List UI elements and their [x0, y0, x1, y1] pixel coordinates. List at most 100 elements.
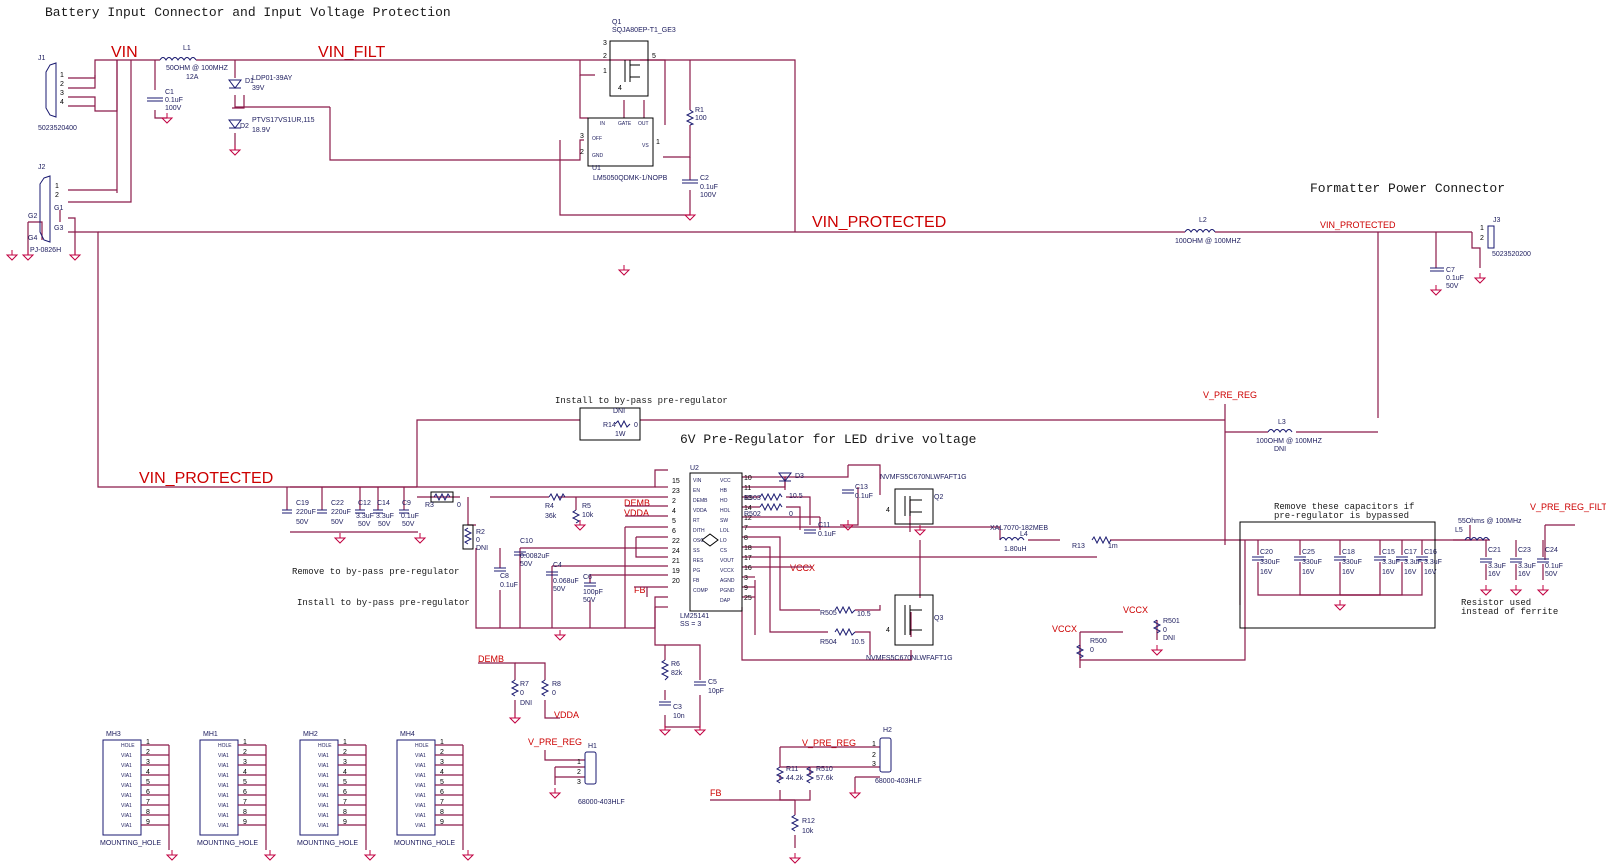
svg-text:50V: 50V	[1446, 283, 1459, 290]
svg-text:2: 2	[1480, 235, 1484, 242]
svg-text:100pF: 100pF	[583, 589, 603, 596]
mh-pin-num: 9	[146, 819, 150, 826]
ground-icon	[165, 850, 179, 861]
resistor-r5: R5 10k	[571, 503, 594, 524]
svg-text:R13: R13	[1072, 543, 1085, 550]
svg-text:PTVS17VS1UR,115: PTVS17VS1UR,115	[252, 117, 315, 124]
mh-pin-num: 8	[243, 809, 247, 816]
mh-pin-num: 2	[440, 749, 444, 756]
resistor-r11: R11 44.2k	[775, 766, 804, 784]
svg-text:C5: C5	[708, 679, 717, 686]
svg-text:2: 2	[60, 81, 64, 88]
svg-text:C2: C2	[700, 175, 709, 182]
capacitor-ref: C16	[1424, 549, 1437, 556]
mh-part: MOUNTING_HOLE	[100, 840, 161, 847]
ground-icon	[160, 113, 174, 124]
mh-pin-name: VIA1	[121, 773, 132, 779]
capacitor-c7: C7 0.1uF 50V	[1430, 267, 1464, 290]
svg-text:50V: 50V	[553, 586, 566, 593]
svg-text:50V: 50V	[378, 521, 391, 528]
connector-j2: J2 PJ-0826H 1 2 G2 G4 G1 G3	[28, 164, 63, 254]
svg-text:R505: R505	[820, 610, 837, 617]
svg-text:2: 2	[603, 53, 607, 60]
svg-text:J3: J3	[1493, 217, 1501, 224]
svg-text:10.5: 10.5	[851, 639, 865, 646]
ic-u2: U2 LM25141 SS = 3	[680, 465, 743, 628]
u2-pin-name: PG	[693, 568, 700, 574]
capacitor-c24	[1537, 558, 1549, 563]
net-vin-protected-3: VIN_PROTECTED	[139, 470, 273, 487]
resistor-r8: R8 0	[540, 679, 561, 697]
mh-pin-name: VIA1	[121, 783, 132, 789]
mh-part: MOUNTING_HOLE	[297, 840, 358, 847]
capacitor-value: 330uF	[1302, 559, 1322, 566]
mh-pin-name: HOLE	[415, 743, 429, 749]
net-v-pre-reg: V_PRE_REG	[1203, 390, 1257, 400]
svg-text:68000-403HLF: 68000-403HLF	[578, 799, 625, 806]
svg-text:C12: C12	[358, 500, 371, 507]
u2-pin-num: 11	[744, 485, 751, 492]
capacitor-ref: C17	[1404, 549, 1417, 556]
note-remove-bypass: Remove to by-pass pre-regulator	[292, 567, 459, 577]
svg-text:0.1uF: 0.1uF	[818, 531, 836, 538]
svg-text:3: 3	[577, 779, 581, 786]
mh-pin-num: 1	[440, 739, 444, 746]
svg-text:2: 2	[55, 192, 59, 199]
mh-pin-name: VIA1	[218, 773, 229, 779]
svg-text:50V: 50V	[402, 521, 415, 528]
svg-text:5023520200: 5023520200	[1492, 251, 1531, 258]
svg-text:3: 3	[603, 40, 607, 47]
svg-text:2: 2	[580, 149, 584, 156]
net-fb-2: FB	[710, 788, 722, 798]
u2-pin-num: 15	[672, 478, 680, 485]
ground-icon	[788, 853, 802, 864]
mh-pin-name: VIA1	[415, 803, 426, 809]
mh-pin-name: VIA1	[318, 823, 329, 829]
mh-pin-name: VIA1	[318, 813, 329, 819]
svg-text:0: 0	[1163, 627, 1167, 634]
svg-text:36k: 36k	[545, 513, 557, 520]
mh-pin-num: 4	[146, 769, 150, 776]
svg-text:2: 2	[872, 752, 876, 759]
u2-pin-name: SW	[720, 518, 728, 524]
mh-pin-num: 5	[243, 779, 247, 786]
ground-icon	[461, 850, 475, 861]
inductor-l5: L5 55Ohms @ 100MHz	[1455, 518, 1522, 541]
capacitor-value: 3.3uF	[1382, 559, 1400, 566]
resistor-r12: R12 10k	[790, 814, 815, 835]
svg-text:18.9V: 18.9V	[252, 127, 271, 134]
svg-text:R1: R1	[695, 107, 704, 114]
cap-lead	[1340, 562, 1423, 596]
capacitor-c23	[1510, 558, 1522, 563]
svg-text:1: 1	[656, 139, 660, 146]
mh-pin-name: VIA1	[218, 823, 229, 829]
capacitor-ref: C20	[1260, 549, 1273, 556]
svg-text:39V: 39V	[252, 85, 265, 92]
net-v-pre-reg-filt: V_PRE_REG_FILT	[1530, 502, 1606, 512]
svg-text:0.1uF: 0.1uF	[700, 184, 718, 191]
svg-text:0: 0	[476, 537, 480, 544]
u2-pin-name: EN	[693, 488, 700, 494]
mh-part: MOUNTING_HOLE	[394, 840, 455, 847]
u2-pin-num: 25	[744, 595, 752, 602]
mh-pin-name: VIA1	[415, 783, 426, 789]
mh-pin-num: 5	[343, 779, 347, 786]
svg-text:50V: 50V	[331, 519, 344, 526]
svg-text:10.5: 10.5	[857, 611, 871, 618]
svg-text:2: 2	[577, 769, 581, 776]
ground-icon	[1333, 600, 1347, 611]
mh-pin-name: VIA1	[121, 803, 132, 809]
svg-text:0: 0	[457, 502, 461, 509]
svg-text:1: 1	[60, 72, 64, 79]
mh-pin-num: 5	[440, 779, 444, 786]
mh-pin-name: VIA1	[415, 773, 426, 779]
mh-pin-name: VIA1	[121, 823, 132, 829]
ground-icon	[548, 788, 562, 799]
mh-pin-name: VIA1	[415, 823, 426, 829]
svg-text:0: 0	[520, 690, 524, 697]
net-vccx-2: VCCX	[1123, 605, 1148, 615]
svg-text:10.5: 10.5	[789, 493, 803, 500]
